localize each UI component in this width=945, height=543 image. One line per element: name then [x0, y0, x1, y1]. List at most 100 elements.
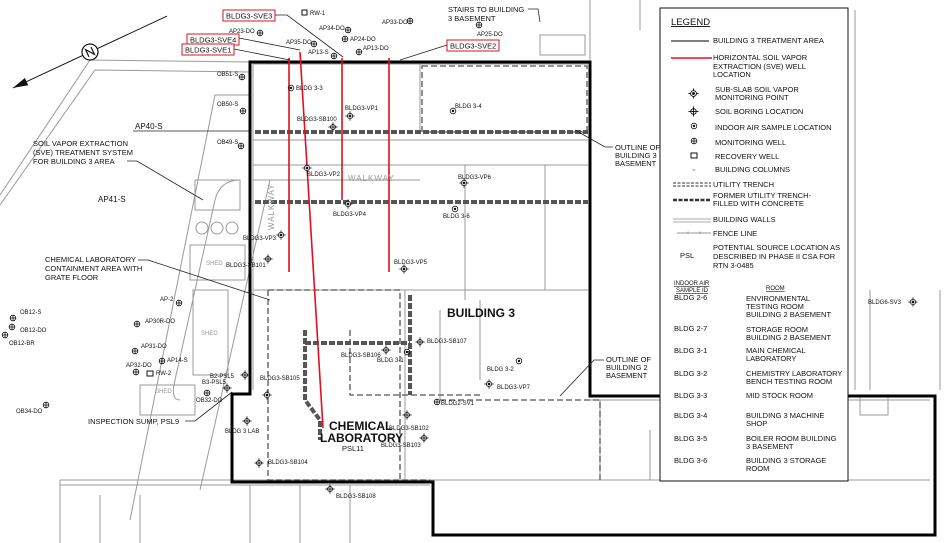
sample-point-icon	[132, 368, 140, 376]
drawing-label: LABORATORY	[746, 354, 796, 363]
drawing-label: CHEMISTRY LABORATORY	[746, 369, 842, 378]
drawing-label: MONITORING WELL	[715, 138, 786, 147]
drawing-label: BUILDING 2 BASEMENT	[746, 333, 831, 342]
sample-point-icon	[325, 484, 335, 494]
sample-point-icon	[310, 40, 318, 48]
drawing-label: BENCH TESTING ROOM	[746, 377, 832, 386]
bldg6-sv3-label: BLDG6-SV3	[868, 300, 902, 306]
drawing-label: BLDG3-SB102	[389, 426, 429, 432]
drawing-label: CONTAINMENT AREA WITH	[45, 264, 142, 273]
sve-wells	[288, 51, 390, 429]
walkway-label: WALKWAY	[348, 174, 395, 183]
building-3-basement-outline	[421, 65, 588, 133]
sample-point-icon	[475, 21, 483, 29]
chemical-laboratory-label: LABORATORY	[320, 431, 403, 445]
building-2-basement-outline	[267, 289, 601, 481]
sample-point-icon	[131, 347, 139, 355]
legend-title: LEGEND	[671, 17, 710, 28]
drawing-label: AP41-S	[98, 195, 126, 204]
drawing-label: POTENTIAL SOURCE LOCATION AS	[713, 243, 840, 252]
drawing-label: BLDG3-VP4	[333, 212, 367, 218]
drawing-label: BLDG 2-6	[674, 293, 707, 302]
drawing-label: BLDG3-SB106	[341, 353, 381, 359]
drawing-label: BLDG 3-6	[674, 456, 707, 465]
shed-label: SHED	[155, 389, 172, 395]
drawing-label: AP33-DO	[382, 20, 408, 26]
drawing-label: BASEMENT	[606, 371, 648, 380]
drawing-label: LOCATION	[713, 70, 751, 79]
drawing-label: PSL	[680, 251, 694, 260]
drawing-label: OB34-DO	[16, 409, 43, 415]
sample-point-icon	[239, 107, 247, 115]
north-arrow-icon	[12, 15, 168, 89]
drawing-label: BUILDING 2	[606, 363, 648, 372]
drawing-label: BLDG 3 LAB	[225, 429, 259, 435]
psl11-label: PSL11	[342, 444, 364, 453]
sample-point-icon	[256, 29, 264, 37]
drawing-label: (SVE) TREATMENT SYSTEM	[33, 148, 133, 157]
drawing-label: INSPECTION SUMP, PSL9	[88, 417, 179, 426]
drawing-label: BLDG3-SB104	[268, 460, 308, 466]
walkway-vertical-label: WALKWAY	[267, 183, 276, 230]
sample-points: RW-1 AP23-DO AP34-DO AP33-DO AP25-DO AP3…	[1, 9, 531, 500]
drawing-label: BLDG 3-2	[487, 367, 514, 373]
drawing-label: INDOOR AIR SAMPLE LOCATION	[715, 123, 832, 132]
drawing-label: AP13-DO	[363, 46, 389, 52]
drawing-label: ROOM	[766, 286, 785, 292]
drawing-label: CHEMICAL LABORATORY	[45, 255, 136, 264]
drawing-label: AP31-DO	[141, 344, 167, 350]
sample-point-icon	[238, 73, 246, 81]
drawing-label: DESCRIBED IN PHASE II CSA FOR	[713, 252, 836, 261]
sample-point-icon	[8, 323, 16, 331]
point-label: RW-1	[310, 11, 326, 17]
drawing-label: FENCE LINE	[713, 229, 757, 238]
area-labels: WALKWAY WALKWAY SHED SHED SHED BUILDING …	[155, 174, 515, 453]
callouts: STAIRS TO BUILDING 3 BASEMENT SOIL VAPOR…	[33, 5, 660, 426]
drawing-label: AP32-DO	[126, 363, 152, 369]
monitoring-well-icon	[690, 137, 698, 145]
recovery-well-icon	[690, 152, 698, 159]
drawing-label: SOIL BORING LOCATION	[715, 107, 803, 116]
drawing-label: TESTING ROOM	[746, 302, 804, 311]
drawing-label: STAIRS TO BUILDING	[448, 5, 524, 14]
drawing-label: BLDG3-VP6	[458, 175, 492, 181]
drawing-label: BUILDING 3 TREATMENT AREA	[713, 36, 824, 45]
building-3-label: BUILDING 3	[447, 306, 515, 320]
drawing-label: BLDG3-SB103	[381, 443, 421, 449]
sample-point-icon	[515, 357, 523, 365]
drawing-label: FOR BUILDING 3 AREA	[33, 157, 115, 166]
drawing-label: BLDG3-SB101	[226, 263, 266, 269]
drawing-label: FORMER UTILITY TRENCH-	[713, 191, 812, 200]
drawing-label: AP-2	[160, 297, 174, 303]
drawing-label: AP40-S	[135, 122, 163, 131]
drawing-label: BOILER ROOM BUILDING	[746, 434, 837, 443]
sample-point-icon	[330, 52, 338, 60]
sample-point-icon	[484, 379, 494, 389]
drawing-label: MAIN CHEMICAL	[746, 346, 806, 355]
shed-label: SHED	[201, 331, 218, 337]
drawing-label: OB12-BR	[9, 341, 35, 347]
drawing-label: B2-PSL5	[210, 374, 235, 380]
chemical-laboratory-label: CHEMICAL	[329, 419, 392, 433]
drawing-label: BLDG 3-4	[455, 104, 482, 110]
utility-trenches	[255, 130, 588, 440]
sample-point-icon	[203, 389, 211, 397]
drawing-label: 3 BASEMENT	[448, 14, 496, 23]
drawing-label: INDOOR AIR	[674, 281, 710, 287]
sample-point-icon	[254, 458, 264, 468]
sve2-label: BLDG3-SVE2	[450, 42, 496, 51]
recovery-well-icon	[301, 9, 308, 16]
sample-point-icon	[133, 320, 141, 328]
sample-point-icon	[402, 410, 412, 420]
drawing-label: BLDG 3-4	[674, 411, 707, 420]
sve-labels: BLDG3-SVE3 BLDG3-SVE4 BLDG3-SVE1 BLDG3-S…	[181, 9, 500, 61]
sample-point-icon	[415, 337, 425, 347]
drawing-label: MID STOCK ROOM	[746, 391, 813, 400]
drawing-label: SOIL VAPOR EXTRACTION	[33, 139, 128, 148]
drawing-label: 3 BASEMENT	[746, 442, 794, 451]
sample-point-icon	[9, 314, 17, 322]
drawing-label: BLDG 3-3	[674, 391, 707, 400]
sve3-label: BLDG3-SVE3	[226, 12, 272, 21]
drawing-label: RTN 3-0485	[713, 261, 754, 270]
drawing-label: OB12-DO	[20, 328, 47, 334]
